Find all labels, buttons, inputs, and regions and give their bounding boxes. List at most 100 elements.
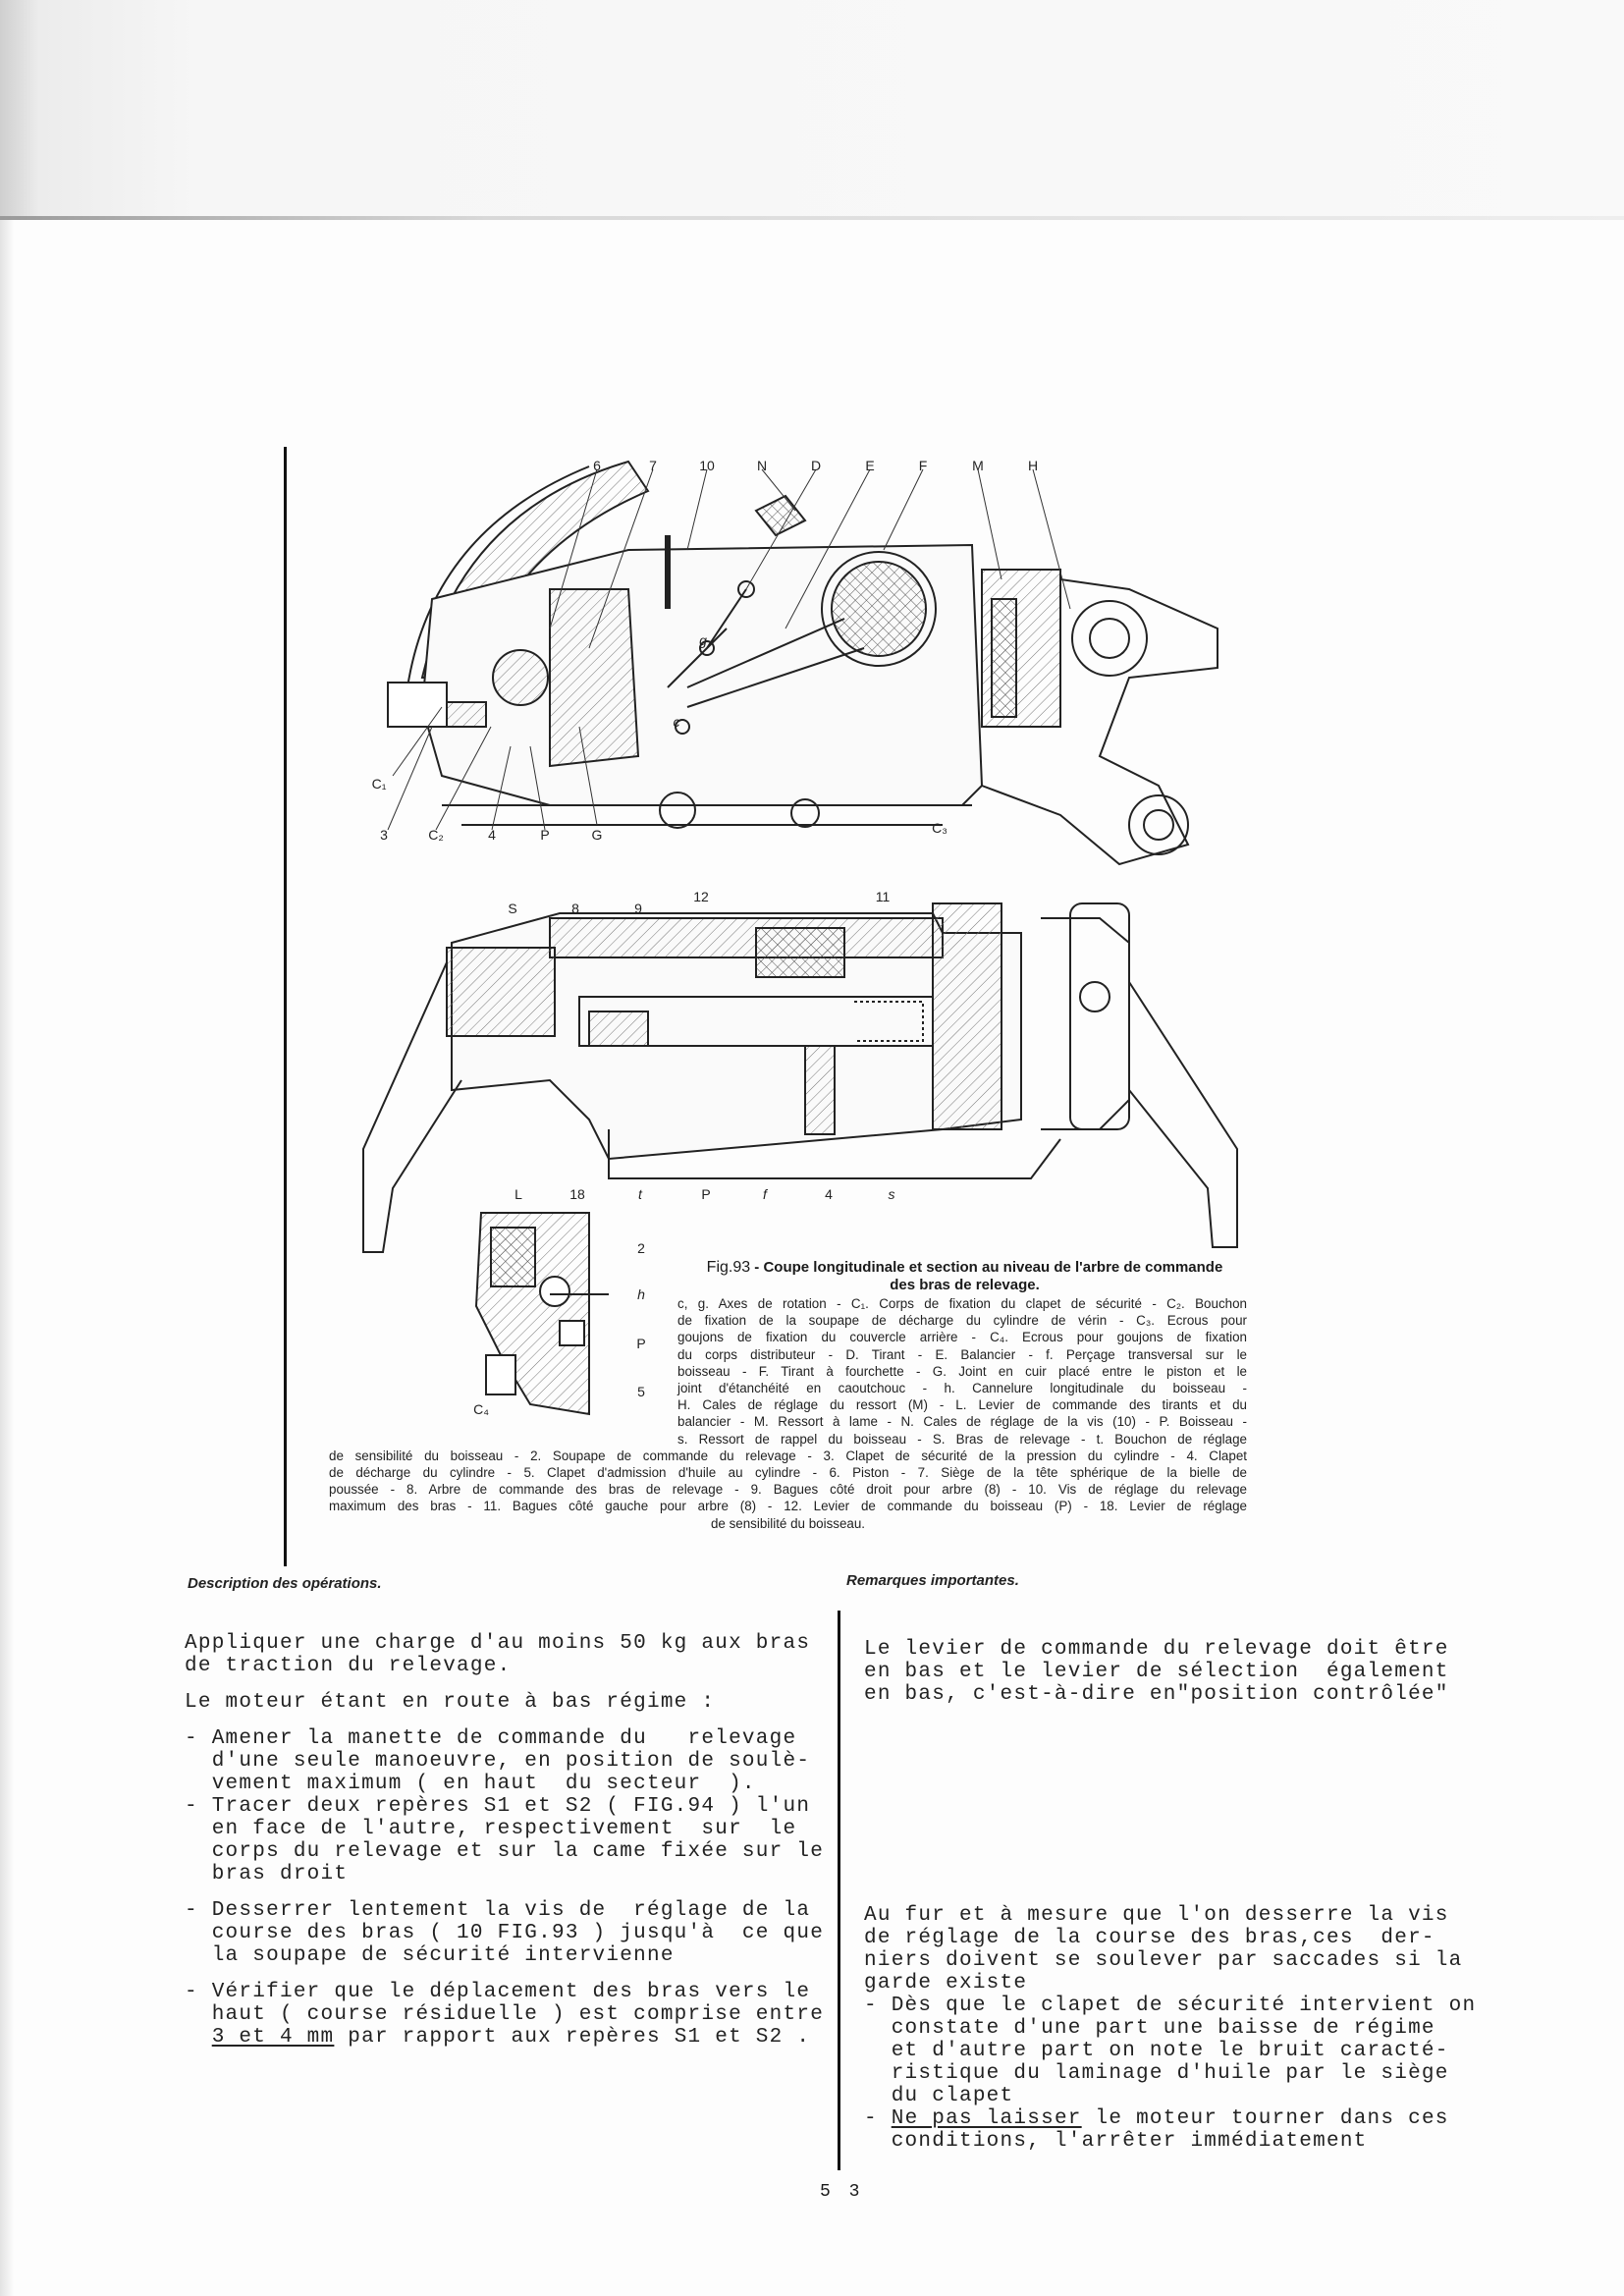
text-line: et d'autre part on note le bruit caracté… [864,2040,1449,2062]
label-C2: C₂ [428,827,444,843]
label-N: N [756,458,768,473]
caption-legend-line: H. Cales de réglage du ressort (M) - L. … [677,1397,1247,1413]
text-line: en bas, c'est-à-dire en"position contrôl… [864,1683,1449,1706]
caption-legend-line: balancier - M. Ressort à lame - N. Cales… [677,1414,1247,1430]
section-view-drawing [362,902,1238,1253]
figure-caption-title: Fig.93 - Coupe longitudinale et section … [677,1259,1252,1294]
caption-legend-line: de sensibilité du boisseau. [710,1515,866,1531]
label-P-section: P [701,1186,711,1202]
text-line: niers doivent se soulever par saccades s… [864,1949,1463,1972]
page-number: 5 3 [820,2182,864,2202]
label-4: 4 [488,827,496,843]
text-line: corps du relevage et sur la came fixée s… [185,1840,825,1863]
text-line: - Tracer deux repères S1 et S2 ( FIG.94 … [185,1795,811,1818]
upper-view-drawing [387,460,1218,866]
figure-number: Fig.93 [706,1259,751,1276]
text-line: en face de l'autre, respectivement sur l… [185,1818,797,1840]
paragraph: - Desserrer lentement la vis de réglage … [185,1899,824,1967]
label-t: t [638,1186,642,1202]
text-line: vement maximum ( en haut du secteur ). [185,1773,756,1795]
caption-title-line-1: - Coupe longitudinale et section au nive… [750,1259,1223,1276]
text-line: d'une seule manoeuvre, en position de so… [185,1750,811,1773]
text-line: constate d'une part une baisse de régime [864,2017,1435,2040]
text-line: bras droit [185,1863,349,1886]
text-line: - Amener la manette de commande du relev… [185,1727,797,1750]
label-D: D [810,458,822,473]
label-12: 12 [693,889,709,904]
label-10: 10 [699,458,715,473]
caption-legend-line: de fixation de la soupape de décharge du… [677,1313,1247,1329]
text-line: Le moteur étant en route à bas régime : [185,1691,716,1714]
label-P-detail: P [636,1336,646,1351]
label-S: S [508,901,517,916]
paragraph: Le moteur étant en route à bas régime : [185,1691,824,1714]
label-4-section: 4 [825,1186,833,1202]
text-line: conditions, l'arrêter immédiatement [864,2130,1368,2153]
page-edge [0,216,1624,220]
column-divider-rule [838,1611,840,2170]
paragraph: - Amener la manette de commande du relev… [185,1727,824,1886]
page-shadow [0,220,14,2296]
text-line: de réglage de la course des bras,ces der… [864,1927,1435,1949]
detail-view-drawing [474,1212,609,1416]
label-2: 2 [637,1240,645,1256]
label-18: 18 [569,1186,585,1202]
text-line: Au fur et à mesure que l'on desserre la … [864,1904,1449,1927]
underlined-emphasis: 3 et 4 mm [211,2026,335,2049]
text-line: - Desserrer lentement la vis de réglage … [185,1899,811,1922]
text-line: en bas et le levier de sélection égaleme… [864,1661,1449,1683]
paragraph: Le levier de commande du relevage doit ê… [864,1638,1449,1706]
text-line: du clapet [864,2085,1014,2107]
caption-legend-line: de décharge du cylindre - 5. Clapet d'ad… [329,1465,1247,1480]
label-c: c [673,714,680,730]
underlined-emphasis: Ne pas laisser [891,2107,1082,2130]
leader-lines [387,468,1071,831]
label-3: 3 [380,827,388,843]
scan-background-top [0,0,1624,218]
remarks-paragraph-2: Au fur et à mesure que l'on desserre la … [864,1904,1476,2153]
label-6: 6 [593,458,601,473]
label-H: H [1027,458,1039,473]
label-5: 5 [637,1384,645,1399]
caption-legend-line: de sensibilité du boisseau - 2. Soupape … [329,1448,1247,1463]
section-heading-remarks: Remarques importantes. [846,1572,1019,1589]
label-M: M [972,458,984,473]
caption-legend-line: poussée - 8. Arbre de commande des bras … [329,1482,1247,1498]
label-7: 7 [649,458,657,473]
label-C3: C₃ [932,820,947,836]
label-9: 9 [634,901,642,916]
label-C1: C₁ [371,776,387,792]
text-line: garde existe [864,1972,1028,1995]
text-line: - Dès que le clapet de sécurité intervie… [864,1995,1477,2017]
label-h: h [637,1286,645,1302]
label-11: 11 [875,889,891,904]
caption-legend-line: s. Ressort de rappel du boisseau - S. Br… [677,1431,1247,1447]
label-L: L [514,1186,522,1202]
text-line: - Vérifier que le déplacement des bras v… [185,1981,811,2003]
remarks-paragraph-1: Le levier de commande du relevage doit ê… [864,1638,1449,1706]
text-line: ristique du laminage d'huile par le sièg… [864,2062,1449,2085]
operations-description-column: Appliquer une charge d'au moins 50 kg au… [185,1632,824,2049]
label-8: 8 [571,901,579,916]
label-C4: C₄ [473,1401,489,1417]
caption-legend-line: boisseau - F. Tirant à fourchette - G. J… [677,1363,1247,1379]
caption-legend-line: du corps distributeur - D. Tirant - E. B… [677,1346,1247,1362]
caption-legend-line: joint d'étanchéité en caoutchouc - h. Ca… [677,1381,1247,1395]
caption-legend-line: goujons de fixation du couvercle arrière… [677,1330,1247,1345]
caption-title-line-2: des bras de relevage. [890,1277,1040,1293]
label-f: f [763,1186,767,1202]
caption-legend-line: maximum des bras - 11. Bagues côté gauch… [329,1499,1247,1514]
paragraph: - Vérifier que le déplacement des bras v… [185,1981,824,2049]
text-line: Le levier de commande du relevage doit ê… [864,1638,1449,1661]
label-F: F [918,458,928,473]
label-E: E [865,458,875,473]
paragraph: Au fur et à mesure que l'on desserre la … [864,1904,1476,2153]
text-line: - Ne pas laisser le moteur tourner dans … [864,2107,1449,2130]
text-line: Appliquer une charge d'au moins 50 kg au… [185,1632,811,1655]
label-G: G [591,827,603,843]
text-line: haut ( course résiduelle ) est comprise … [185,2003,825,2026]
label-s: s [888,1186,895,1202]
text-line: 3 et 4 mm par rapport aux repères S1 et … [211,2026,811,2049]
figure-margin-rule [284,447,287,1566]
text-line: course des bras ( 10 FIG.93 ) jusqu'à ce… [185,1922,825,1944]
